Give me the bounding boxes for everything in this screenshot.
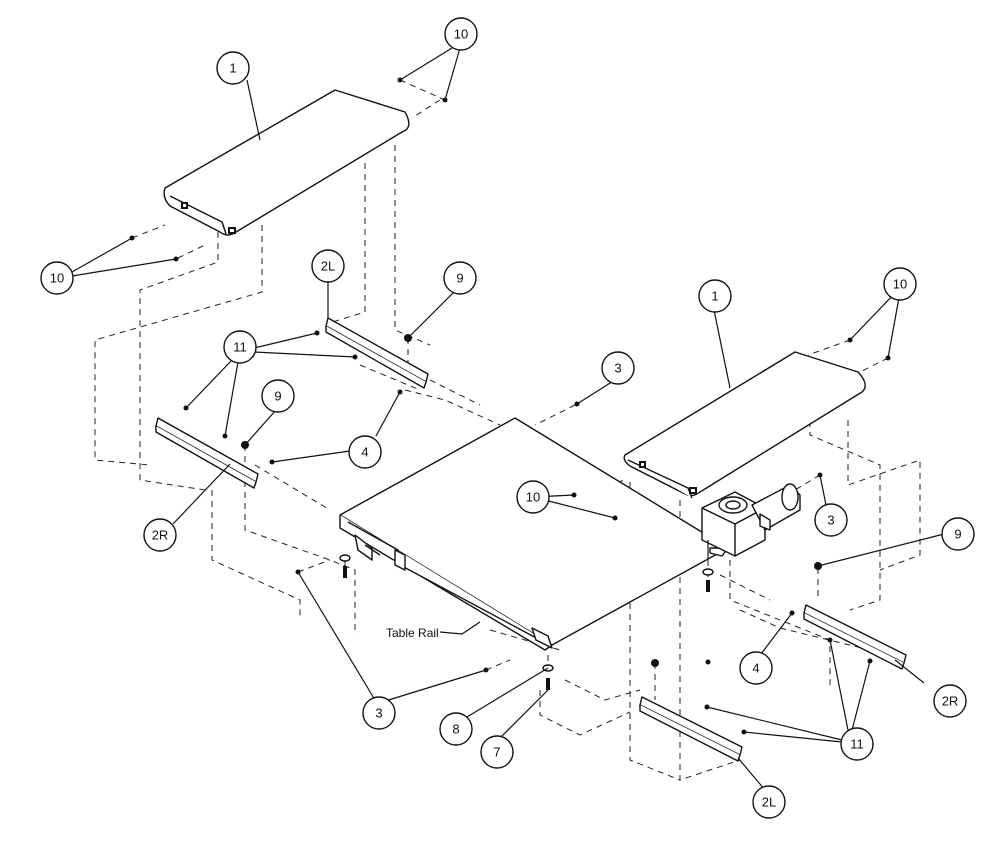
callout-10-center-label: 10 [526, 490, 540, 505]
callout-10-top: 10 [444, 17, 478, 51]
callout-10-right-label: 10 [893, 277, 907, 292]
callout-4-upper: 4 [348, 435, 382, 469]
callout-3-right-label: 3 [827, 513, 834, 528]
callout-1-right: 1 [698, 279, 732, 313]
callout-9-upper: 9 [443, 261, 477, 295]
callout-8: 8 [439, 712, 473, 746]
callout-9-right-label: 9 [954, 527, 961, 542]
callout-9-right: 9 [941, 517, 975, 551]
callout-11-left-label: 11 [233, 340, 247, 355]
callout-3-right: 3 [814, 503, 848, 537]
callout-7: 7 [480, 735, 514, 769]
callout-3-center-label: 3 [614, 361, 621, 376]
callout-11-right-label: 11 [850, 737, 864, 752]
table-top [339, 417, 729, 651]
callout-10-left-label: 10 [50, 271, 64, 286]
callout-2r-left-label: 2R [152, 528, 169, 543]
left-rail-2l-upper [325, 317, 429, 389]
left-rail-2l-lower [639, 696, 743, 762]
motor-gearbox [701, 483, 801, 557]
callout-10-center: 10 [516, 480, 550, 514]
callout-2l-lower-label: 2L [762, 795, 776, 810]
right-rail-2r-right [803, 604, 907, 670]
callout-2r-right: 2R [933, 684, 967, 718]
callout-3-lower-label: 3 [375, 706, 382, 721]
callout-7-label: 7 [493, 745, 500, 760]
table-rail-label: Table Rail [386, 626, 439, 640]
callout-3-center: 3 [601, 351, 635, 385]
callout-9-left: 9 [261, 379, 295, 413]
left-extension-wing [163, 89, 410, 236]
callout-10-top-label: 10 [454, 27, 468, 42]
callout-2l-upper-label: 2L [321, 259, 335, 274]
callout-9-upper-label: 9 [456, 271, 463, 286]
callout-11-right: 11 [840, 727, 874, 761]
callout-11-left: 11 [223, 330, 257, 364]
right-rail-2r-left [155, 417, 259, 489]
callout-4-upper-label: 4 [361, 445, 368, 460]
callout-2r-left: 2R [143, 518, 177, 552]
callout-2r-right-label: 2R [942, 694, 959, 709]
right-extension-wing [623, 351, 866, 499]
callout-8-label: 8 [452, 722, 459, 737]
callout-4-lower: 4 [739, 651, 773, 685]
callout-9-left-label: 9 [274, 389, 281, 404]
callout-3-lower: 3 [362, 696, 396, 730]
callout-10-right: 10 [883, 267, 917, 301]
callout-1-right-label: 1 [711, 289, 718, 304]
callout-1-upper: 1 [216, 51, 250, 85]
callout-1-upper-label: 1 [229, 61, 236, 76]
callout-2l-upper: 2L [311, 249, 345, 283]
callout-4-lower-label: 4 [752, 661, 759, 676]
callout-2l-lower: 2L [752, 785, 786, 819]
callout-10-left: 10 [40, 261, 74, 295]
